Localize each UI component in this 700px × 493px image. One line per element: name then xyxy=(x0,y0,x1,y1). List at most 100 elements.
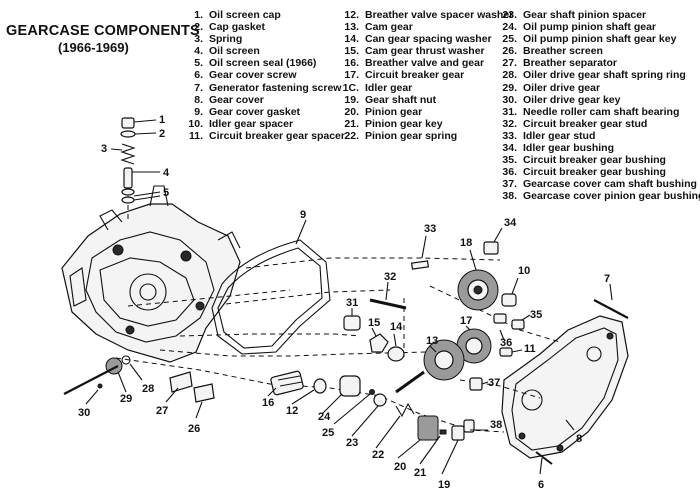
legend-item: 2.Cap gasket xyxy=(186,21,345,33)
legend-number: 1C. xyxy=(342,81,359,94)
legend-item: 9. Gear cover gasket xyxy=(186,106,345,118)
legend-item: 12.Breather valve spacer washer xyxy=(342,9,513,21)
legend-number: 12. xyxy=(344,9,359,21)
legend-number: 5. xyxy=(194,57,203,70)
callout-label: 3 xyxy=(101,143,107,155)
legend-item: 23.Gear shaft pinion spacer xyxy=(500,9,700,21)
legend-text: Circuit breaker gear spacer xyxy=(209,129,345,142)
callout-label: 23 xyxy=(346,437,358,449)
legend-number: 33. xyxy=(502,129,517,142)
legend-number: 19. xyxy=(344,93,359,106)
callout-label: 31 xyxy=(346,297,358,309)
legend-text: Oiler drive gear key xyxy=(523,93,621,106)
callout-label: 18 xyxy=(460,237,472,249)
legend-number: 28. xyxy=(502,69,517,82)
legend-number: 11. xyxy=(188,129,203,142)
legend-number: 3. xyxy=(194,33,203,46)
oil-screen-stack xyxy=(120,117,136,204)
legend-number: 14. xyxy=(344,33,359,46)
legend-number: 35. xyxy=(502,154,517,167)
callout-label: 7 xyxy=(604,273,610,285)
legend-text: Idler gear spacer xyxy=(209,117,294,130)
legend-item: 8. Gear cover xyxy=(186,94,345,106)
legend-text: Oiler drive gear xyxy=(523,81,601,94)
legend-number: 15. xyxy=(344,45,359,58)
legend-text: Gear shaft nut xyxy=(365,93,437,106)
legend-text: Gear cover xyxy=(209,93,264,106)
legend-text: Gear cover gasket xyxy=(209,105,301,118)
legend-item: 16. Breather valve and gear xyxy=(342,57,513,69)
callout-label: 35 xyxy=(530,309,542,321)
legend-number: 26. xyxy=(502,45,517,58)
legend-text: Circuit breaker gear bushing xyxy=(523,166,666,179)
legend-item: 10. Idler gear spacer xyxy=(186,118,345,130)
legend-text: Needle roller cam shaft bearing xyxy=(523,105,680,118)
legend-number: 23. xyxy=(502,9,517,21)
legend-item: 6. Gear cover screw xyxy=(186,69,345,81)
legend-number: 30. xyxy=(502,93,517,106)
legend-number: 6. xyxy=(194,69,203,82)
legend-item: 36.Circuit breaker gear bushing xyxy=(500,166,700,178)
legend-number: 22. xyxy=(344,129,359,142)
legend-text: Pinion gear key xyxy=(365,117,443,130)
callout-label: 12 xyxy=(286,405,298,417)
callout-label: 38 xyxy=(490,419,502,431)
legend-text: Breather screen xyxy=(523,45,603,58)
legend-item: 37.Gearcase cover cam shaft bushing xyxy=(500,178,700,190)
legend-text: Circuit breaker gear xyxy=(365,69,465,82)
callout-label: 19 xyxy=(438,479,450,491)
legend-number: 17. xyxy=(344,69,359,82)
legend-item: 1.Oil screen cap xyxy=(186,9,345,21)
callout-label: 34 xyxy=(504,217,517,229)
legend-text: Oil screen cap xyxy=(209,9,281,21)
internal-parts xyxy=(63,241,629,465)
callout-label: 4 xyxy=(163,167,170,179)
leader-lines xyxy=(85,119,613,475)
callout-label: 21 xyxy=(414,467,426,479)
callout-label: 28 xyxy=(142,383,154,395)
legend-number: 9. xyxy=(194,105,203,118)
legend-item: 7.Generator fastening screw xyxy=(186,82,345,94)
legend-number: 29. xyxy=(502,81,517,94)
legend-number: 37. xyxy=(502,178,517,191)
legend-item: 35.Circuit breaker gear bushing xyxy=(500,154,700,166)
callout-label: 25 xyxy=(322,427,334,439)
legend-text: Breather valve and gear xyxy=(365,57,485,70)
legend-item: 14. Can gear spacing washer xyxy=(342,33,513,45)
callout-label: 15 xyxy=(368,317,380,329)
legend-item: 29. Oiler drive gear xyxy=(500,82,700,94)
legend-item: 4.Oil screen xyxy=(186,45,345,57)
legend-text: Gear cover screw xyxy=(209,69,297,82)
callout-label: 36 xyxy=(500,337,512,349)
legend-text: Circuit breaker gear stud xyxy=(523,117,648,130)
callout-label: 33 xyxy=(424,223,436,235)
legend-item: 25.Oil pump pinion shaft gear key xyxy=(500,33,700,45)
legend-number: 24. xyxy=(502,21,517,34)
legend-item: 34.Idler gear bushing xyxy=(500,142,700,154)
legend-number: 10. xyxy=(188,117,203,130)
legend-number: 16. xyxy=(344,57,359,70)
legend-number: 20. xyxy=(344,105,359,118)
callout-label: 17 xyxy=(460,315,472,327)
legend-text: Oil screen seal (1966) xyxy=(209,57,317,70)
callout-label: 13 xyxy=(426,335,438,347)
gear-cover-gasket xyxy=(211,219,331,355)
legend-number: 38. xyxy=(502,190,517,203)
legend-item: 20. Pinion gear xyxy=(342,106,513,118)
legend-item: 1C.Idler gear xyxy=(342,82,513,94)
legend-text: Can gear spacing washer xyxy=(365,33,492,46)
legend-text: Pinion gear xyxy=(365,105,423,118)
legend-item: 13.Cam gear xyxy=(342,21,513,33)
legend-number: 25. xyxy=(502,33,517,46)
legend-item: 32.Circuit breaker gear stud xyxy=(500,118,700,130)
legend-item: 22.Pinion gear spring xyxy=(342,130,513,142)
diagram-title: GEARCASE COMPONENTS xyxy=(6,23,200,39)
legend-text: Cam gear xyxy=(365,21,413,34)
callout-label: 27 xyxy=(156,405,168,417)
legend-number: 27. xyxy=(502,57,517,70)
legend-number: 8. xyxy=(194,93,203,106)
legend-item: 5. Oil screen seal (1966) xyxy=(186,57,345,69)
